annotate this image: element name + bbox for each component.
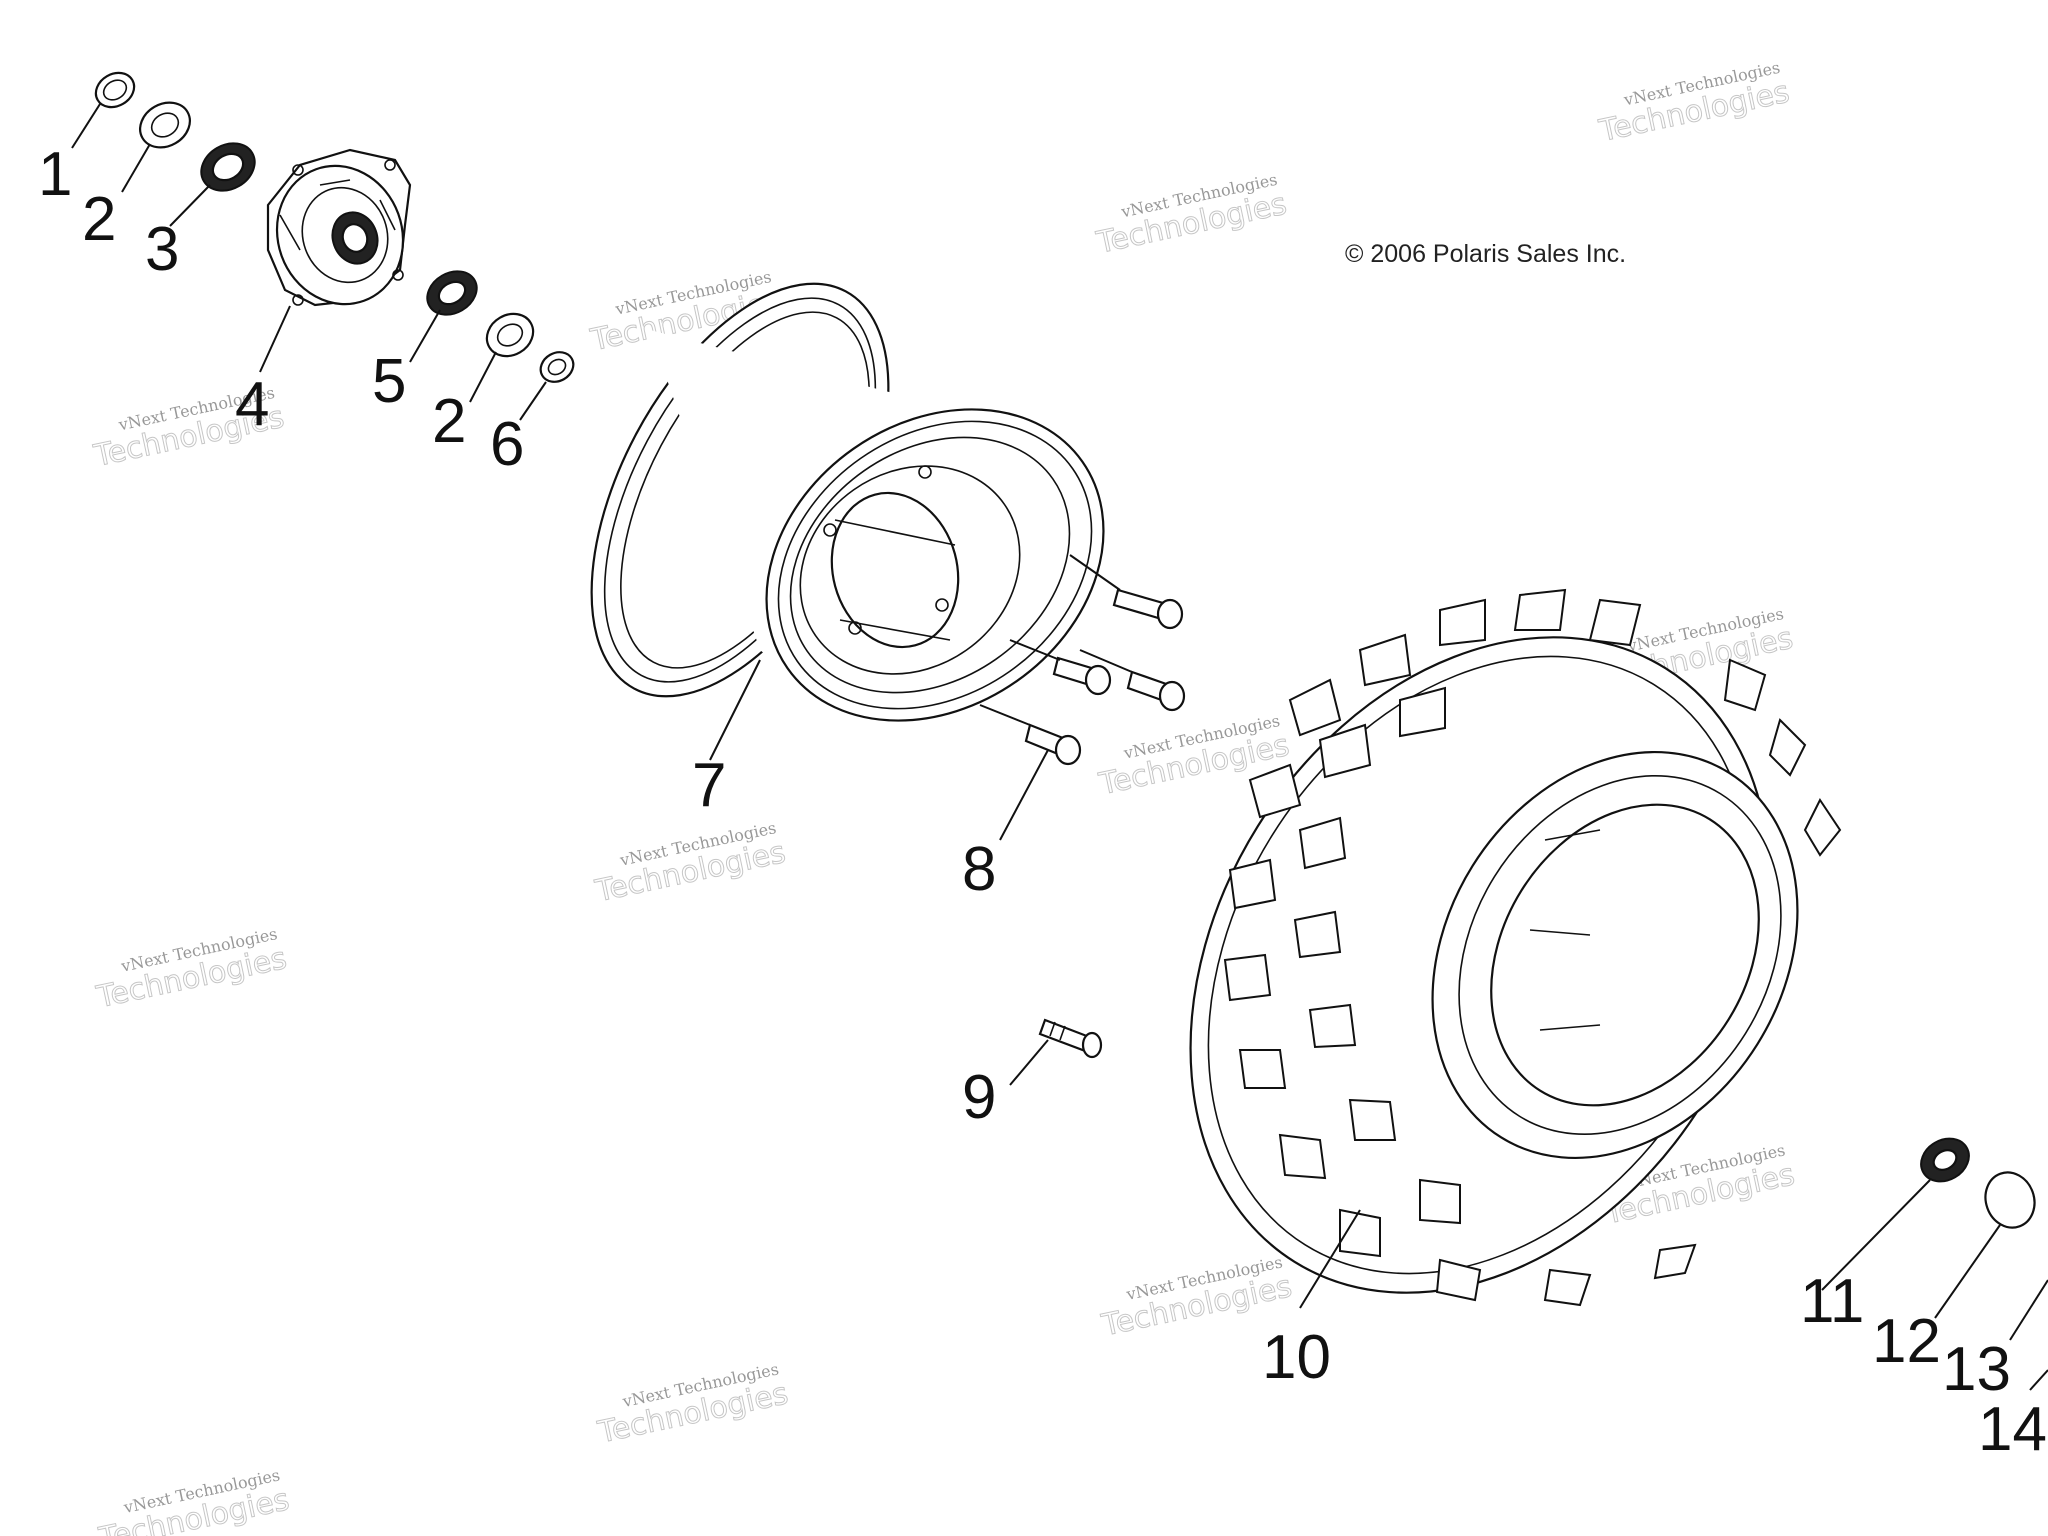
part-8-lug-bolts: [979, 554, 1186, 766]
callout-8: 8: [962, 835, 996, 904]
part-9-valve-stem: [1038, 1018, 1103, 1059]
callout-12: 12: [1872, 1307, 1941, 1376]
part-7-wheel-rim: [590, 282, 1105, 722]
part-6-spacer: [539, 351, 575, 383]
callout-14: 14: [1978, 1395, 2047, 1464]
part-11-washer: [1920, 1137, 1970, 1183]
part-1-cap: [94, 71, 136, 109]
callout-11: 11: [1800, 1267, 1864, 1336]
watermark-4: Technologies vNext Technologies: [1595, 58, 1793, 150]
tire-tread: [1223, 588, 1842, 1307]
lug-bolt-3: [1126, 670, 1186, 712]
callout-4: 4: [235, 370, 269, 439]
part-3-bearing: [200, 142, 256, 192]
callouts: 1 2 3 4 5 2 6 7 8 9 10 11 12 13 14: [38, 140, 2047, 1464]
part-10-tire: [1189, 588, 1842, 1307]
callout-5: 5: [372, 347, 406, 416]
lug-bolt-2: [1052, 656, 1112, 696]
callout-2: 2: [82, 185, 116, 254]
part-4-hub: [266, 148, 412, 307]
callout-3: 3: [145, 215, 179, 284]
part-5-bearing: [426, 270, 478, 316]
callout-1: 1: [38, 140, 72, 209]
copyright-text: © 2006 Polaris Sales Inc.: [1345, 240, 1626, 268]
callout-6: 6: [490, 410, 524, 479]
callout-7: 7: [692, 751, 726, 820]
lug-bolt-4: [1024, 723, 1082, 766]
callout-2-lower: 2: [432, 387, 466, 456]
part-2-seal-lower: [485, 312, 535, 358]
watermark-9: Technologies vNext Technologies: [95, 1465, 293, 1536]
watermark-6: Technologies vNext Technologies: [591, 818, 789, 910]
watermark-10: Technologies vNext Technologies: [594, 1359, 792, 1451]
lug-bolt-1: [1112, 588, 1184, 630]
callout-9: 9: [962, 1063, 996, 1132]
part-2-seal: [139, 101, 191, 149]
leader-lines: [71, 103, 2048, 1391]
part-12-cap: [1984, 1171, 2036, 1229]
callout-10: 10: [1262, 1323, 1331, 1392]
watermark-3: Technologies vNext Technologies: [1092, 170, 1290, 262]
watermark-5: Technologies vNext Technologies: [92, 924, 290, 1016]
callout-13: 13: [1942, 1335, 2011, 1404]
